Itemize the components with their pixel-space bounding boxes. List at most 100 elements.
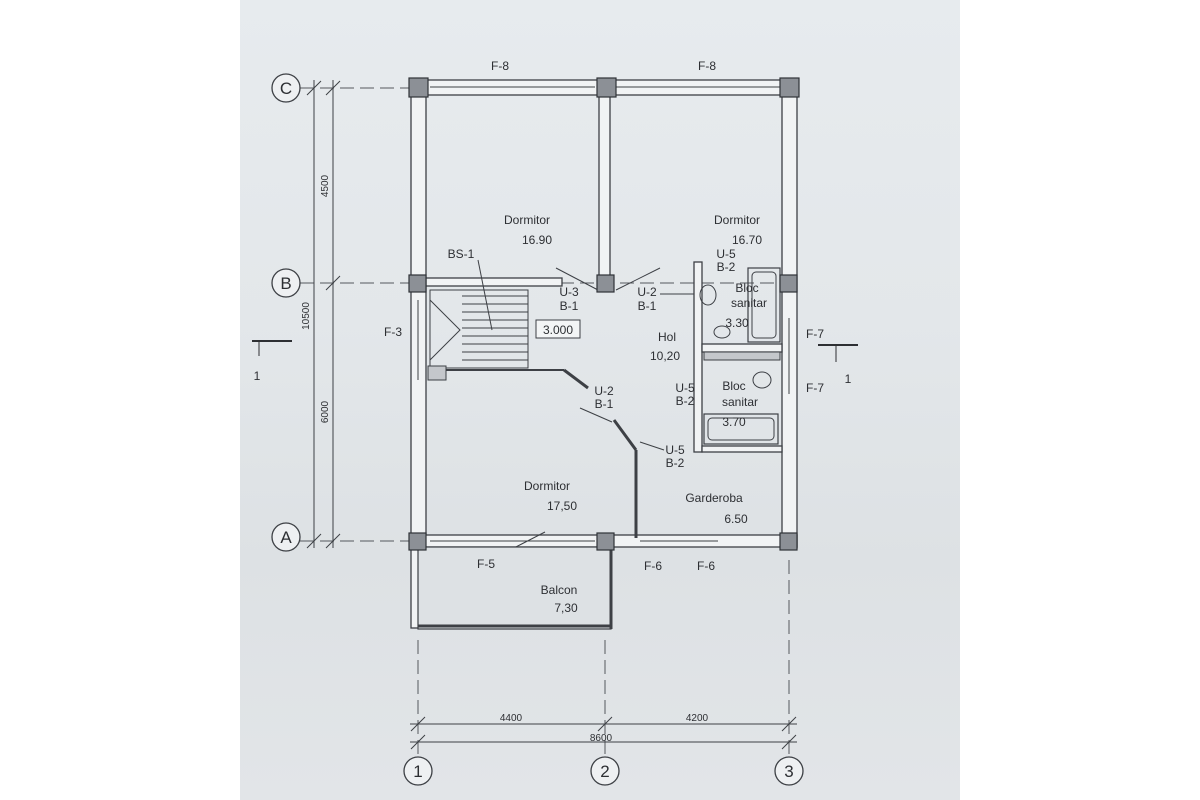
mark-window-top-right: F-8 <box>698 59 716 73</box>
vertical-dimensions: 4500 6000 10500 <box>301 80 341 549</box>
axis-label-2: 2 <box>600 762 609 781</box>
section-marks: 1 1 <box>252 340 858 386</box>
room-area-bath-1: 3.30 <box>725 316 749 330</box>
mark-door-u3: U-3 <box>559 285 579 299</box>
element-marks: F-8 F-8 F-3 F-7 F-7 F-5 F-6 F-6 BS-1 U-3… <box>384 59 824 573</box>
stair-treads <box>462 295 528 361</box>
room-area-bedroom-1: 16.90 <box>522 233 552 247</box>
axis-bubble-a <box>271 522 301 552</box>
bathtub-upper-inner <box>751 271 777 339</box>
room-area-bath-2: 3.70 <box>722 415 746 429</box>
level-box <box>535 319 581 339</box>
mark-door-u2-upper-type: B-1 <box>638 299 657 313</box>
dim-tick <box>306 533 322 549</box>
toilet-upper <box>699 284 717 306</box>
interior-walls <box>425 94 783 538</box>
mark-door-u2-lower: U-2 <box>594 384 614 398</box>
room-area-wardrobe: 6.50 <box>724 512 748 526</box>
dim-tick <box>597 716 613 732</box>
room-name-bath-2a: Bloc <box>722 379 745 393</box>
bathtub-lower <box>703 413 779 445</box>
axis-bubbles: C B A 1 2 3 <box>271 73 804 786</box>
mark-door-u5-wardrobe-type: B-2 <box>666 456 685 470</box>
dim-tick <box>306 80 322 96</box>
mark-door-u5-bath-1-type: B-2 <box>717 260 736 274</box>
partition-bedrooms <box>598 94 611 284</box>
column-b1 <box>408 274 427 293</box>
column-b2 <box>596 274 615 293</box>
door-swing <box>579 407 613 423</box>
toilet-lower <box>752 371 772 389</box>
room-area-bedroom-3: 17,50 <box>547 499 577 513</box>
room-area-hall: 10,20 <box>650 349 680 363</box>
mark-door-u5-wardrobe: U-5 <box>665 443 685 457</box>
axis-label-3: 3 <box>784 762 793 781</box>
mark-stair: BS-1 <box>448 247 475 261</box>
level-mark: 3.000 <box>543 323 573 337</box>
mark-door-u2-lower-type: B-1 <box>595 397 614 411</box>
door-swing <box>615 267 661 291</box>
room-name-wardrobe: Garderoba <box>685 491 743 505</box>
axis-label-b: B <box>280 274 291 293</box>
mark-window-right-2: F-7 <box>806 381 824 395</box>
partition-bath-bottom <box>701 445 783 453</box>
axis-label-c: C <box>280 79 292 98</box>
dim-tick <box>325 275 341 291</box>
room-name-hall: Hol <box>658 330 676 344</box>
mark-door-u3-type: B-1 <box>560 299 579 313</box>
stair: 3.000 <box>427 259 581 381</box>
room-name-bedroom-1: Dormitor <box>504 213 550 227</box>
bathtub-lower-inner <box>707 417 775 441</box>
duct-block <box>427 365 447 381</box>
axis-bubble-b <box>271 268 301 298</box>
partition-wardrobe-angled <box>612 419 638 451</box>
mark-door-u5-bath-1: U-5 <box>716 247 736 261</box>
dim-8600: 8600 <box>590 733 613 744</box>
room-name-bath-1a: Bloc <box>735 281 758 295</box>
horizontal-dimensions: 4400 4200 8600 <box>410 713 797 750</box>
partition-stair-rail <box>563 368 589 390</box>
dim-4500: 4500 <box>320 174 331 197</box>
mark-door-u5-bath-2-type: B-2 <box>676 394 695 408</box>
axis-bubble-1 <box>403 756 433 786</box>
stair-outline <box>429 289 529 369</box>
bathtub-upper <box>747 267 781 343</box>
installation-shaft <box>703 351 781 361</box>
dim-tick <box>410 734 426 750</box>
mark-window-bottom-1: F-6 <box>644 559 662 573</box>
balcony-area <box>417 546 612 630</box>
mark-window-bottom-2: F-6 <box>697 559 715 573</box>
columns <box>408 77 800 551</box>
mark-window-left: F-3 <box>384 325 402 339</box>
axis-bubble-3 <box>774 756 804 786</box>
room-area-bedroom-2: 16.70 <box>732 233 762 247</box>
axis-label-a: A <box>280 528 292 547</box>
balcony <box>417 546 613 630</box>
room-labels: Dormitor 16.90 Dormitor 16.70 Hol 10,20 … <box>504 213 767 615</box>
room-name-balcony: Balcon <box>541 583 578 597</box>
axis-label-1: 1 <box>413 762 422 781</box>
axis-bubble-c <box>271 73 301 103</box>
door-swing <box>555 267 599 291</box>
section-label-left: 1 <box>254 369 261 383</box>
dim-tick <box>325 80 341 96</box>
dim-4200: 4200 <box>686 713 709 724</box>
room-name-bedroom-3: Dormitor <box>524 479 570 493</box>
stair-winder <box>429 299 461 361</box>
dim-10500: 10500 <box>301 302 312 330</box>
column-a2 <box>596 532 615 551</box>
dim-tick <box>781 734 797 750</box>
dim-6000: 6000 <box>320 400 331 423</box>
room-area-balcony: 7,30 <box>554 601 578 615</box>
stair-leader <box>477 259 493 331</box>
column-a1 <box>408 532 427 551</box>
mark-door-u2-upper: U-2 <box>637 285 657 299</box>
column-c2 <box>596 77 617 98</box>
mark-door-balcony: F-5 <box>477 557 495 571</box>
column-b3 <box>779 274 798 293</box>
column-c1 <box>408 77 429 98</box>
axis-bubble-2 <box>590 756 620 786</box>
section-label-right: 1 <box>845 372 852 386</box>
